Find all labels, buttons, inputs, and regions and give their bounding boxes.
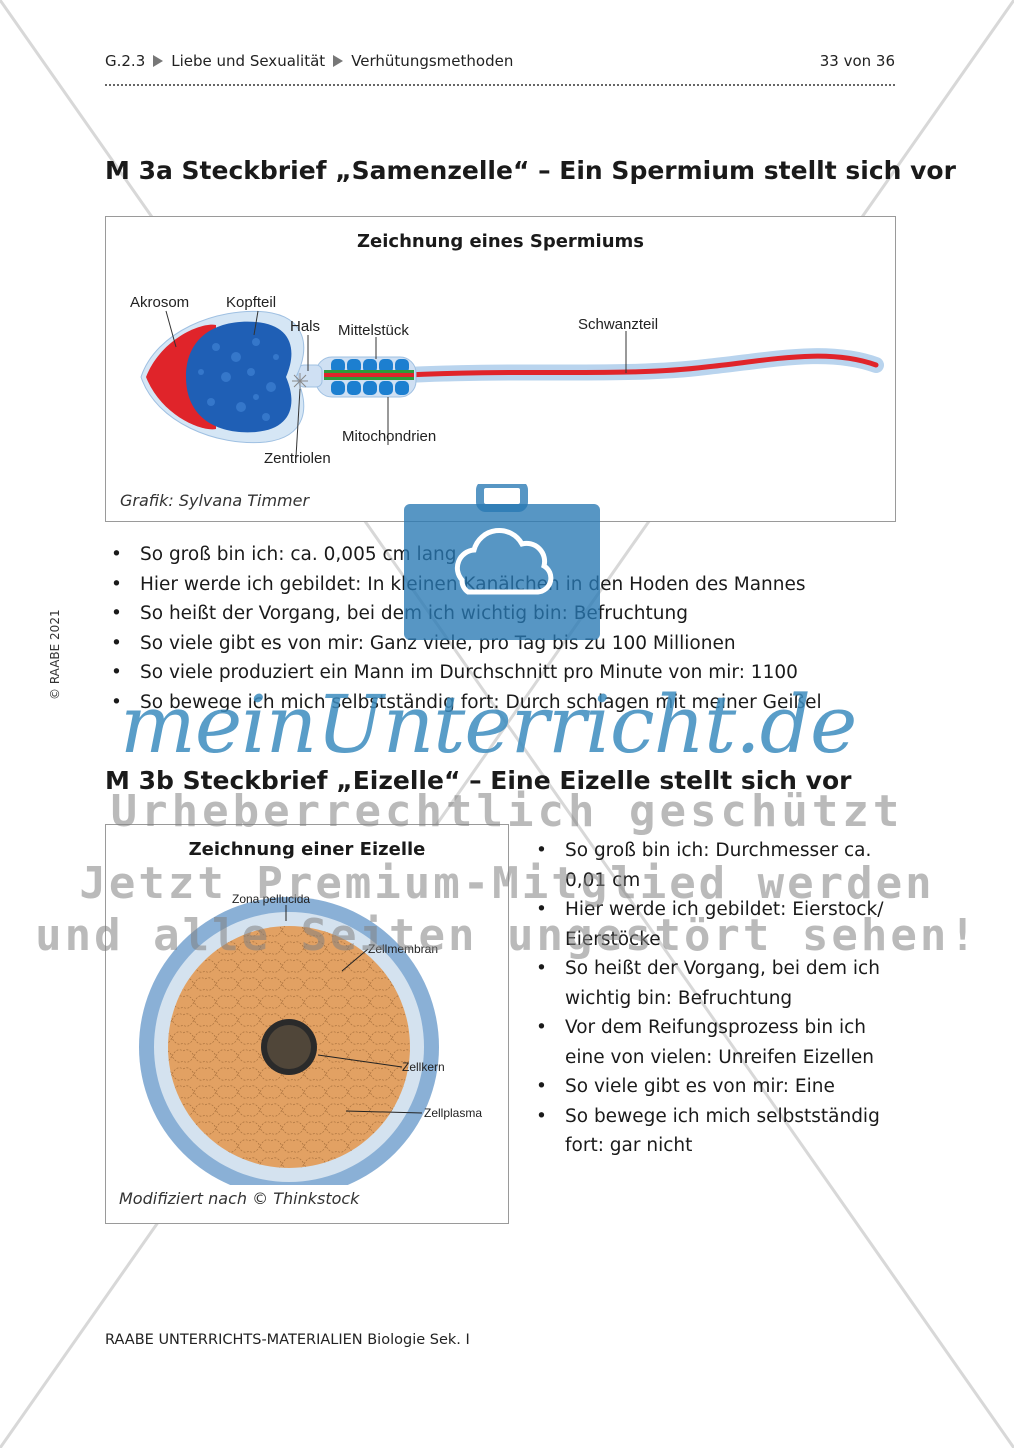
- section-b-title: M 3b Steckbrief „Eizelle“ – Eine Eizelle…: [105, 766, 852, 795]
- list-item: So viele produziert ein Mann im Durchsch…: [105, 658, 905, 688]
- label-zellkern: Zellkern: [402, 1060, 445, 1074]
- label-hals: Hals: [290, 318, 320, 335]
- list-item: So heißt der Vorgang, bei dem ich wichti…: [530, 954, 890, 1013]
- breadcrumb-chapter: G.2.3: [105, 52, 146, 70]
- page-header: G.2.3 Liebe und Sexualität Verhütungsmet…: [105, 50, 895, 86]
- breadcrumb-arrow-icon: [153, 55, 164, 67]
- egg-figure-caption: Zeichnung einer Eizelle: [188, 839, 426, 860]
- page-number: 33 von 36: [819, 52, 895, 70]
- list-item: Vor dem Reifungsprozess bin ich eine von…: [530, 1013, 890, 1072]
- watermark-line-3: und alle Seiten ungestört sehen!: [35, 910, 979, 961]
- label-zona-pellucida: Zona pellucida: [232, 892, 310, 906]
- label-mittelstueck: Mittelstück: [338, 322, 409, 339]
- sperm-diagram: Akrosom Kopfteil Hals Mittelstück Schwan…: [130, 294, 884, 467]
- list-item: So groß bin ich: ca. 0,005 cm lang: [105, 540, 905, 570]
- egg-facts-list: So groß bin ich: Durchmesser ca. 0,01 cm…: [530, 836, 890, 1161]
- label-zentriolen: Zentriolen: [264, 450, 331, 467]
- breadcrumb-subtopic: Verhütungsmethoden: [351, 52, 514, 70]
- label-mitochondrien: Mitochondrien: [342, 428, 436, 445]
- list-item: So groß bin ich: Durchmesser ca. 0,01 cm: [530, 836, 890, 895]
- sperm-figure-caption: Zeichnung eines Spermiums: [356, 231, 645, 252]
- list-item: So bewege ich mich selbstständig fort: D…: [105, 688, 905, 718]
- breadcrumb-arrow-icon: [333, 55, 344, 67]
- briefcase-watermark-icon: [404, 484, 600, 640]
- watermark-line-2: Jetzt Premium-Mitglied werden: [79, 858, 935, 909]
- label-schwanzteil: Schwanzteil: [578, 316, 658, 333]
- label-zellmembran: Zellmembran: [368, 942, 438, 956]
- egg-figure-box: Zeichnung einer Eizelle Zona pellucida Z…: [105, 824, 509, 1224]
- section-a-title: M 3a Steckbrief „Samenzelle“ – Ein Sperm…: [105, 156, 956, 185]
- label-zellplasma: Zellplasma: [424, 1106, 482, 1120]
- watermark-brand: meinUnterricht.de: [120, 678, 857, 771]
- side-copyright: © RAABE 2021: [48, 609, 62, 700]
- breadcrumb-topic: Liebe und Sexualität: [171, 52, 326, 70]
- list-item: So viele gibt es von mir: Eine: [530, 1072, 890, 1102]
- label-kopfteil: Kopfteil: [226, 294, 276, 311]
- egg-figure-credit: Modifiziert nach © Thinkstock: [119, 1189, 360, 1208]
- sperm-figure-credit: Grafik: Sylvana Timmer: [120, 491, 310, 510]
- watermark-line-1: Urheberrechtlich geschützt: [110, 786, 904, 837]
- sperm-figure-box: Zeichnung eines Spermiums: [105, 216, 896, 522]
- label-akrosom: Akrosom: [130, 294, 189, 311]
- page-footer: RAABE UNTERRICHTS-MATERIALIEN Biologie S…: [105, 1332, 470, 1348]
- egg-diagram: Zona pellucida Zellmembran Zellkern Zell…: [139, 892, 482, 1185]
- list-item: So bewege ich mich selbstständig fort: g…: [530, 1102, 890, 1161]
- list-item: Hier werde ich gebildet: Eierstock/ Eier…: [530, 895, 890, 954]
- breadcrumb: G.2.3 Liebe und Sexualität Verhütungsmet…: [105, 52, 513, 70]
